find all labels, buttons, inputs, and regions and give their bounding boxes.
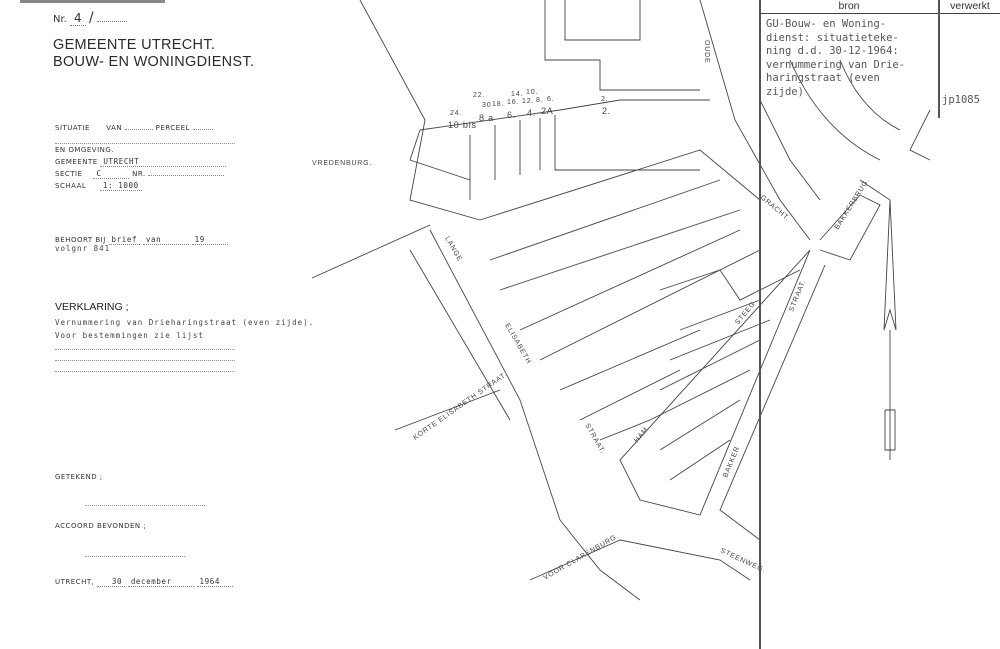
old-number: 2. xyxy=(601,96,608,103)
street-voor-clarenburg: VOOR CLARENBURG. xyxy=(543,533,621,582)
nr-label: Nr. xyxy=(53,14,67,25)
van-label: VAN xyxy=(106,124,123,132)
bron-header: bron xyxy=(760,0,938,14)
old-number: 10. xyxy=(526,89,538,96)
sectie-row: SECTIE C NR. xyxy=(55,169,225,179)
nr-blank xyxy=(96,21,127,22)
signature-line xyxy=(85,505,205,506)
old-number: 18. xyxy=(492,101,504,108)
new-number: 2. xyxy=(602,106,611,116)
omgeving-label: EN OMGEVING. xyxy=(55,146,115,154)
new-number: 10 bis xyxy=(448,120,477,130)
nr-separator: / xyxy=(88,10,94,26)
old-number: 16. xyxy=(507,99,519,106)
old-number: 24. xyxy=(450,110,462,117)
verklaring-label: VERKLARING ; xyxy=(55,301,129,313)
sectie-nr-field xyxy=(148,175,225,176)
new-number: 4. xyxy=(527,108,536,118)
verklaring-line2: Voor bestemmingen zie lijst xyxy=(55,331,204,340)
verklaring-line1: Vernummering van Drieharingstraat (even … xyxy=(55,318,315,327)
perceel-field xyxy=(192,129,213,130)
accoord-label: ACCOORD BEVONDEN ; xyxy=(55,522,147,530)
gemeente-value: UTRECHT xyxy=(100,157,227,167)
bron-text: GU-Bouw- en Woning- dienst: situatieteke… xyxy=(766,18,906,98)
scan-edge xyxy=(20,0,165,3)
new-number: 6. xyxy=(507,110,516,120)
verwerkt-code: jp1085 xyxy=(942,94,980,106)
title-municipality: GEMEENTE UTRECHT. xyxy=(53,37,216,53)
street-elisabeth: ELISABETH xyxy=(503,323,532,366)
date-day: 30 xyxy=(97,577,126,587)
date-month: december xyxy=(127,577,194,587)
old-number: 8. xyxy=(536,97,543,104)
dotted-line xyxy=(55,143,235,144)
bron-column-border xyxy=(759,0,761,649)
volgnr: volgnr 841 xyxy=(55,244,111,253)
title-department: BOUW- EN WONINGDIENST. xyxy=(53,54,255,70)
new-number: 2A xyxy=(541,106,554,116)
north-arrow xyxy=(883,199,897,460)
situatie-label: SITUATIE xyxy=(55,124,90,132)
signature-line xyxy=(85,556,185,557)
dotted-line xyxy=(55,360,235,361)
street-oude: OUDE xyxy=(703,40,710,63)
schaal-value: 1: 1000 xyxy=(99,181,142,191)
dotted-line xyxy=(55,371,235,372)
date-row: UTRECHT, 30 december 1964 xyxy=(55,577,233,587)
utrecht-label: UTRECHT, xyxy=(55,578,95,586)
street-bakkerbrug: BAKKERBRUG. xyxy=(834,177,871,231)
gemeente-row: GEMEENTE UTRECHT xyxy=(55,157,227,167)
schaal-row: SCHAAL 1: 1000 xyxy=(55,181,142,191)
street-labels: VREDENBURG. OUDE GRACHT. BAKKERBRUG. LAN… xyxy=(312,40,871,582)
dotted-line xyxy=(55,349,235,350)
house-numbers: 24. 22. 30 18. 16. 14. 10. 12. 8. 6. 2. … xyxy=(448,89,611,130)
date-year: 1964 xyxy=(196,577,233,587)
sectie-value: C xyxy=(93,169,130,179)
street-lange: LANGE xyxy=(443,236,463,264)
street-korte-elisabeth: KORTE ELISABETH STRAAT. xyxy=(412,371,509,442)
street-ham: HAM xyxy=(633,426,650,444)
schaal-label: SCHAAL xyxy=(55,182,87,190)
verwerkt-header: verwerkt xyxy=(940,0,1000,14)
nr-value: 4 xyxy=(70,11,86,26)
behoort-label: BEHOORT BIJ xyxy=(55,236,106,244)
old-number: 14. xyxy=(511,91,523,98)
old-number: 22. xyxy=(473,92,485,99)
behoort-value: brief xyxy=(108,235,141,245)
new-number: 8 a xyxy=(479,113,494,123)
situatie-row: SITUATIE VAN PERCEEL xyxy=(55,124,213,132)
old-number: 30 xyxy=(482,102,491,109)
behoort-van: van xyxy=(142,235,189,245)
sectie-nr-label: NR. xyxy=(132,170,146,178)
gemeente-label: GEMEENTE xyxy=(55,158,98,166)
getekend-label: GETEKEND ; xyxy=(55,473,103,481)
behoort-row: BEHOORT BIJ brief van 19 xyxy=(55,235,228,245)
verwerkt-column-border xyxy=(938,0,940,118)
street-outlines xyxy=(311,0,931,601)
perceel-label: PERCEEL xyxy=(155,124,190,132)
sectie-label: SECTIE xyxy=(55,170,83,178)
behoort-year: 19 xyxy=(191,235,228,245)
van-field xyxy=(124,129,153,130)
street-bakker: BAKKER xyxy=(722,445,741,478)
street-steeg: STEEG xyxy=(734,301,757,327)
old-number: 6. xyxy=(547,96,554,103)
street-vredenburg: VREDENBURG. xyxy=(312,160,372,167)
old-number: 12. xyxy=(522,98,534,105)
form-number: Nr. 4 / xyxy=(53,10,127,26)
